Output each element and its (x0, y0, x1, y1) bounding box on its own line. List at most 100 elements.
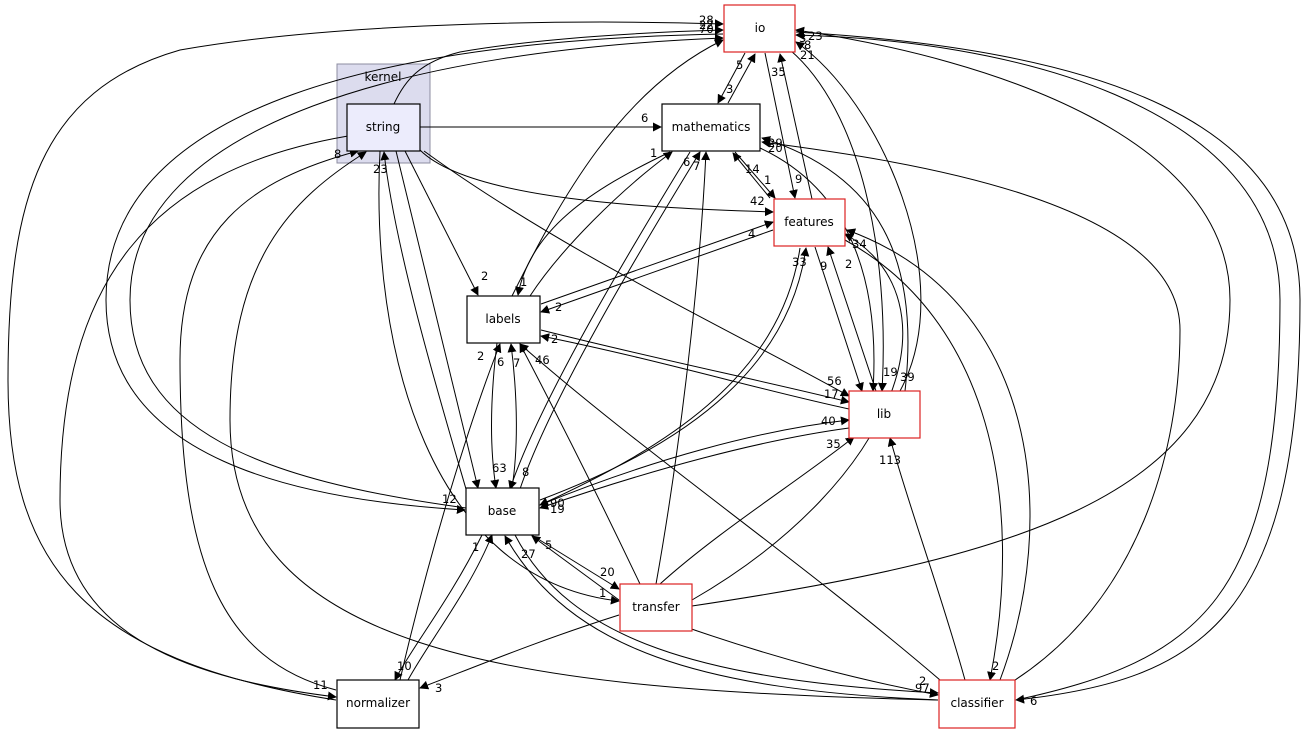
edge-features-io (777, 53, 813, 200)
node-classifier[interactable]: classifier (938, 679, 1016, 729)
edge-label: 7 (513, 356, 520, 370)
edge-label: 35 (771, 65, 786, 79)
edge-transfer-classifier (679, 624, 939, 698)
edge-classifier-mathematics (761, 138, 1181, 683)
edge-label: 19 (550, 502, 565, 516)
edge-label: 3 (726, 82, 733, 96)
edge-label: 1 (599, 586, 606, 600)
edge-features-base (539, 247, 801, 506)
nodes: string io mathematics features labels li… (336, 4, 1016, 729)
edge-label: 22 (699, 18, 714, 32)
node-labels[interactable]: labels (466, 295, 541, 344)
edge-features-lib (814, 246, 864, 392)
edge-label: 23 (373, 162, 388, 176)
edge-label: 8 (804, 38, 811, 52)
edge-label: 6 (497, 355, 504, 369)
edge-io-classifier (795, 31, 1301, 704)
edge-string-base (395, 150, 481, 489)
edge-classifier-base (504, 535, 939, 701)
edge-label: 1 (764, 173, 771, 187)
edge-label: 113 (879, 453, 901, 467)
edge-label: 35 (826, 437, 841, 451)
edge-lib-base (539, 427, 850, 510)
edge-label: 7 (693, 159, 700, 173)
edge-label: 21 (800, 48, 815, 62)
edge-classifier-io (795, 30, 1281, 701)
node-features[interactable]: features (773, 198, 846, 247)
edge-label: 2 (992, 659, 999, 673)
edge-mathematics-io (727, 53, 756, 104)
edge-label: 17 (824, 387, 839, 401)
node-label: mathematics (672, 120, 751, 134)
node-label: io (755, 21, 766, 35)
edge-io-features (764, 52, 798, 199)
edge-transfer-mathematics (655, 151, 711, 585)
edge-string-labels (404, 150, 479, 296)
edge-label: 42 (750, 194, 765, 208)
edge-label: 33 (792, 255, 807, 269)
edge-lib-features (826, 246, 877, 392)
edge-mathematics-labels (515, 151, 671, 296)
edge-labels-lib (540, 329, 850, 405)
edge-base-io (129, 33, 724, 509)
edge-label: 56 (827, 374, 842, 388)
edge-normalizer-string (179, 148, 359, 691)
edge-io-lib (789, 49, 887, 392)
node-label: features (784, 215, 834, 229)
edge-label: 39 (900, 370, 915, 384)
node-transfer[interactable]: transfer (619, 583, 693, 632)
edge-classifier-string (229, 151, 939, 701)
edge-mathematics-lib (759, 147, 878, 392)
edge-label: 8 (334, 147, 341, 161)
edge-base-normalizer (394, 534, 483, 681)
node-normalizer[interactable]: normalizer (336, 679, 420, 729)
edge-transfer-lib (659, 436, 855, 585)
node-lib[interactable]: lib (848, 390, 921, 439)
edge-label: 6 (683, 155, 690, 169)
edge-label: 1 (520, 275, 527, 289)
edge-mathematics-base (508, 151, 691, 490)
edge-classifier-lib (887, 437, 966, 681)
edge-label: 1 (650, 146, 657, 160)
edge-label: 9 (820, 259, 827, 273)
edge-string-io (393, 25, 724, 105)
node-label: classifier (951, 696, 1004, 710)
edge-label: 8 (522, 465, 529, 479)
cluster-kernel-title: kernel (365, 70, 402, 84)
edge-label: 97 (915, 681, 930, 695)
edges (7, 19, 1301, 704)
edge-base-lib (539, 416, 850, 506)
edge-lib-io (795, 41, 922, 392)
edge-label: 14 (745, 162, 760, 176)
edge-base-mathematics (519, 151, 701, 490)
node-io[interactable]: io (723, 4, 796, 53)
edge-label: 5 (545, 538, 552, 552)
edge-label: 46 (535, 353, 550, 367)
edge-base-features (539, 247, 810, 501)
edge-labels-mathematics (529, 151, 673, 297)
edge-labels-base (490, 342, 500, 489)
edge-labels-features (540, 220, 774, 305)
edge-features-classifier (844, 239, 1003, 681)
edge-io-mathematics (717, 52, 746, 104)
edge-transfer-labels (519, 343, 641, 585)
node-base[interactable]: base (465, 487, 540, 536)
edge-base-labels (507, 343, 517, 489)
edge-label: 2 (481, 269, 488, 283)
edge-label: 2 (477, 349, 484, 363)
edge-label: 90 (550, 496, 565, 510)
node-label: transfer (632, 600, 679, 614)
edge-label: 2 (919, 674, 926, 688)
node-label: lib (877, 407, 891, 421)
edge-normalizer-io (7, 19, 724, 701)
edge-base-transfer (529, 533, 620, 590)
node-mathematics[interactable]: mathematics (661, 103, 761, 152)
edge-labels: 28 22 70 3 23 8 21 5 3 35 6 20 29 1 6 7 … (313, 13, 1037, 708)
edge-label: 29 (768, 136, 783, 150)
edge-io-base (105, 33, 724, 515)
node-label: string (366, 120, 400, 134)
edge-mathematics-features (734, 151, 776, 199)
edge-normalizer-base (407, 534, 494, 681)
edge-transfer-io (691, 26, 1231, 607)
node-string[interactable]: string (346, 103, 421, 152)
